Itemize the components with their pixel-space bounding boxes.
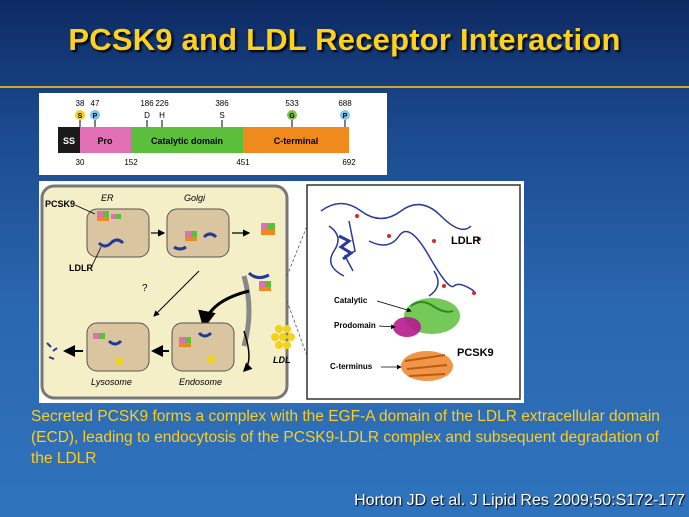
residue-marker: 688 P [338, 99, 352, 127]
cell-outline [40, 184, 289, 400]
marker-position: 386 [215, 99, 229, 108]
pcsk9-domain-map: 38 S 47 P 186 D 226 H 386 S 533 [39, 93, 387, 175]
prodomain-label: Prodomain [334, 321, 376, 330]
prodomain-structure [393, 317, 421, 337]
golgi-compartment: Golgi [166, 193, 230, 258]
marker-residue: G [289, 113, 295, 120]
pcsk9-structure-label: PCSK9 [457, 347, 494, 359]
pcsk9-pathway-label: PCSK9 [45, 199, 75, 209]
segment-ss [58, 127, 80, 153]
segment-label: C-terminal [274, 136, 319, 146]
marker-residue: S [219, 111, 224, 120]
residue-marker: 47 P [90, 99, 100, 127]
c-terminal-domain-structure [401, 351, 453, 381]
ldl-particle [271, 325, 295, 349]
title-divider [0, 86, 689, 88]
marker-position: 688 [338, 99, 352, 108]
residue-marker: 38 S [75, 99, 85, 127]
boundary-label: 152 [124, 158, 138, 167]
marker-residue: S [78, 113, 83, 120]
segment-catalytic [131, 127, 243, 153]
er-label: ER [101, 193, 114, 203]
marker-position: 226 [155, 99, 169, 108]
golgi-label: Golgi [184, 193, 206, 203]
lysosome-label: Lysosome [91, 377, 132, 387]
boundary-label: 692 [342, 158, 356, 167]
residue-marker: 226 H [155, 99, 169, 127]
question-mark: ? [142, 283, 148, 294]
marker-residue: D [144, 111, 150, 120]
er-compartment: ER [86, 193, 150, 258]
segment-cterminal [243, 127, 349, 153]
marker-residue: P [343, 113, 348, 120]
boundary-label: 30 [76, 158, 85, 167]
marker-position: 47 [91, 99, 100, 108]
catalytic-label: Catalytic [334, 296, 368, 305]
residue-marker: 533 G [285, 99, 299, 127]
marker-position: 38 [76, 99, 85, 108]
cterminus-label: C-terminus [330, 362, 373, 371]
marker-residue: P [93, 113, 98, 120]
ldlr-structure-label: LDLR [451, 235, 480, 247]
marker-position: 186 [140, 99, 154, 108]
ldlr-pathway-label: LDLR [69, 263, 93, 273]
marker-residue: H [159, 111, 165, 120]
slide-title: PCSK9 and LDL Receptor Interaction [68, 22, 621, 57]
endosome-label: Endosome [179, 377, 222, 387]
segment-pro [80, 127, 131, 153]
marker-position: 533 [285, 99, 299, 108]
segment-label: SS [63, 136, 75, 146]
domain-bar: SS Pro Catalytic domain C-terminal [58, 127, 349, 153]
ldlr-calcium-sites [355, 214, 481, 295]
citation: Horton JD et al. J Lipid Res 2009;50:S17… [354, 492, 685, 509]
slide-caption: Secreted PCSK9 forms a complex with the … [31, 408, 660, 467]
boundary-label: 451 [236, 158, 250, 167]
residue-marker: 186 D [140, 99, 154, 127]
residue-marker: 386 S [215, 99, 229, 127]
segment-label: Catalytic domain [151, 136, 223, 146]
ldl-label: LDL [273, 355, 291, 365]
segment-label: Pro [97, 136, 113, 146]
endosome-compartment: Endosome [171, 322, 235, 387]
ldlr-structure [320, 202, 475, 297]
lysosome-compartment: Lysosome [86, 322, 150, 387]
pcsk9-ldlr-figure: ER PCSK9 LDLR Golgi ? [39, 181, 524, 403]
